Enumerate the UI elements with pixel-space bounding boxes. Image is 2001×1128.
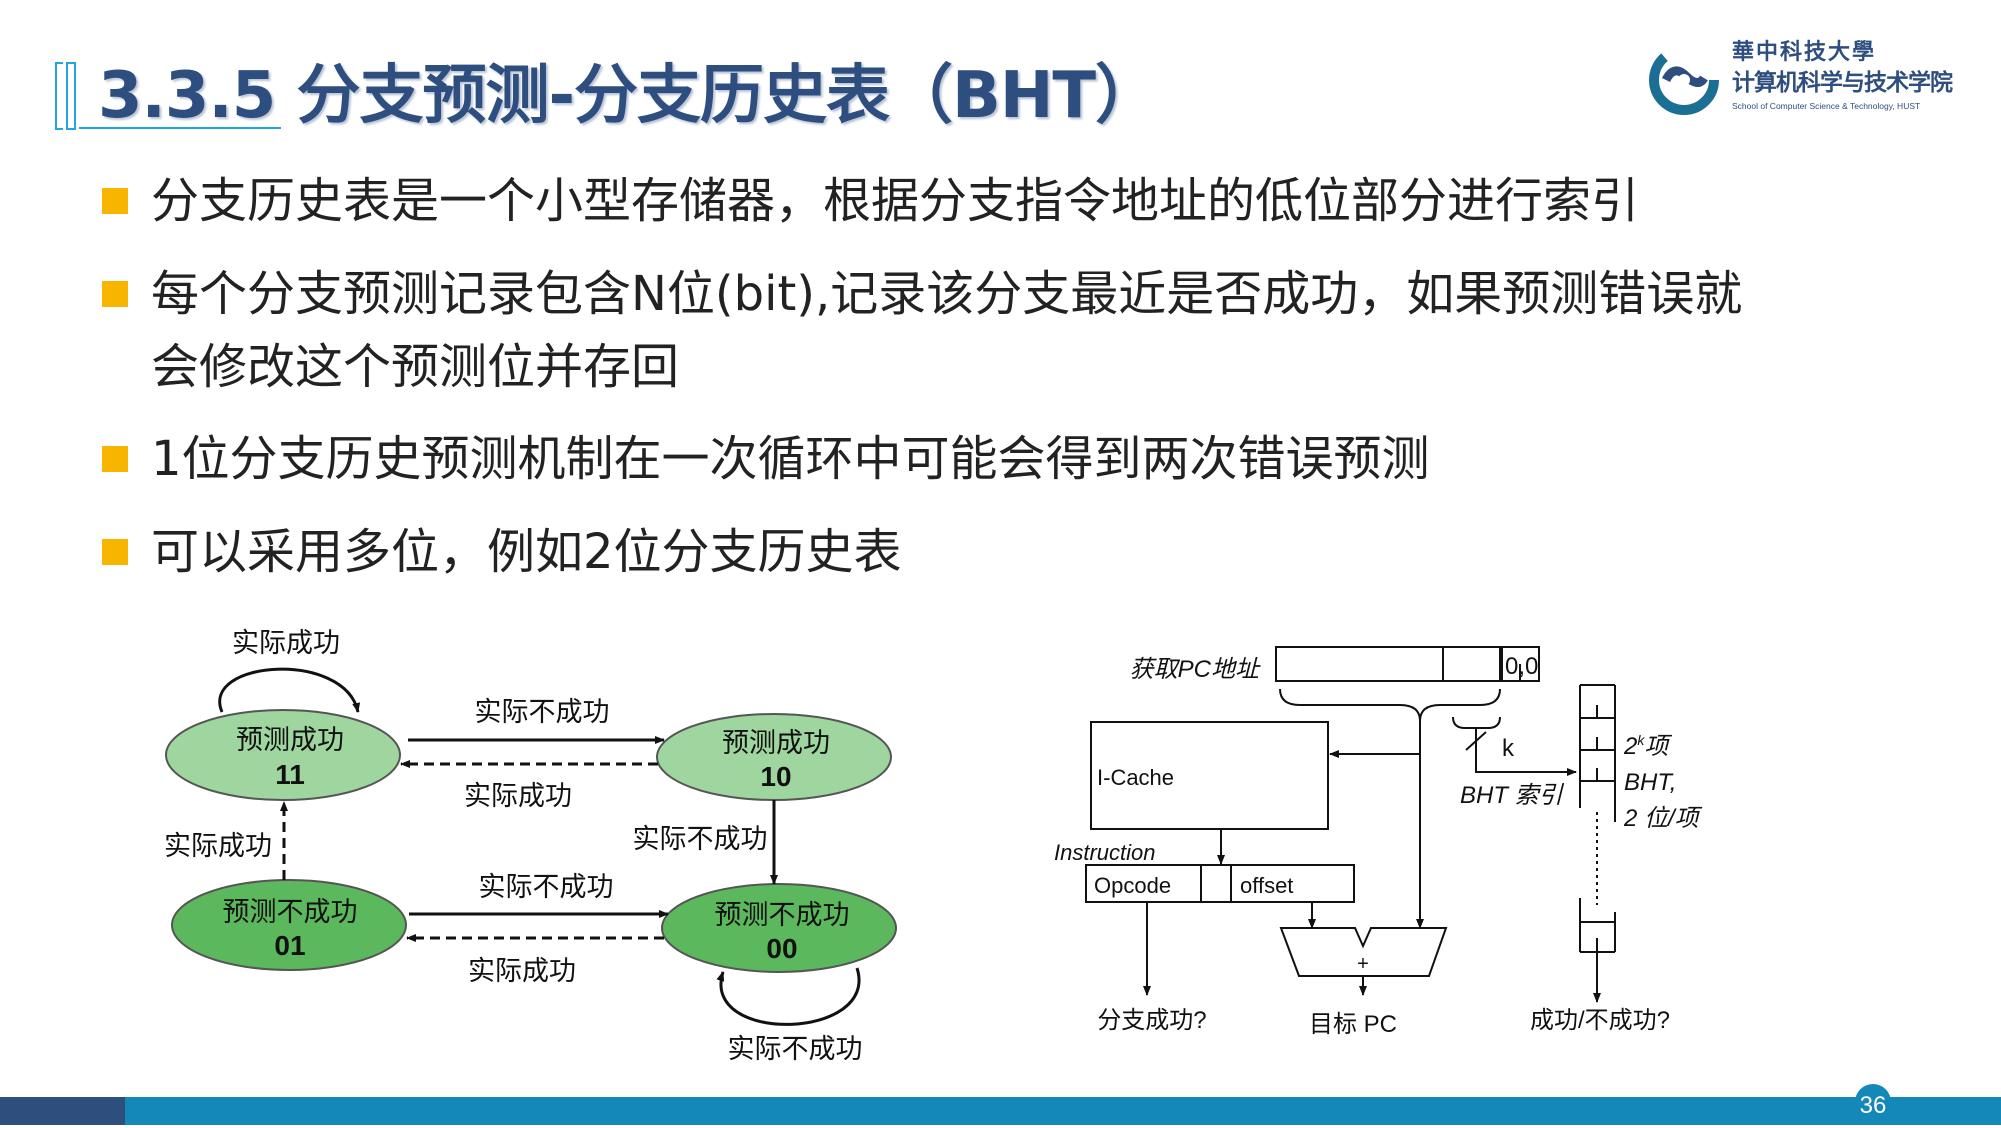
state-code: 01 xyxy=(274,930,305,961)
state-diagram: 预测成功 11 预测成功 10 预测不成功 01 预测不成功 00 实际成功 实… xyxy=(164,628,897,1065)
state-label: 预测不成功 xyxy=(223,897,358,928)
page-title: 3.3.5 分支预测-分支历史表（BHT） xyxy=(98,59,1159,133)
logo-school-cn: 计算机科学与技术学院 xyxy=(1732,70,1953,96)
bullet-marker xyxy=(102,446,128,472)
bullet-marker xyxy=(102,188,128,214)
target-pc-output: 目标 PC xyxy=(1309,1011,1397,1038)
pc-brace xyxy=(1279,688,1501,722)
state-label: 预测不成功 xyxy=(715,900,850,931)
bht-table xyxy=(1579,684,1616,953)
transition-label: 实际不成功 xyxy=(479,872,614,903)
state-01: 预测不成功 01 xyxy=(171,879,407,971)
bullet-marker xyxy=(102,281,128,307)
bullet-text: 每个分支预测记录包含N位(bit),记录该分支最近是否成功，如果预测错误就 xyxy=(151,266,1743,322)
logo-school-en: School of Computer Science & Technology,… xyxy=(1732,101,1921,111)
transition-label: 实际不成功 xyxy=(728,1034,863,1065)
title-underline xyxy=(79,127,281,129)
transition-label: 实际不成功 xyxy=(475,697,610,728)
icache-label: I-Cache xyxy=(1097,765,1174,790)
self-loop-00-arrow xyxy=(716,967,861,1026)
state-10: 预测成功 10 xyxy=(656,713,892,801)
instruction-label: Instruction xyxy=(1054,840,1156,865)
branch-taken-output: 分支成功? xyxy=(1097,1007,1206,1034)
title-accent-bar xyxy=(55,62,63,130)
k-label: k xyxy=(1502,735,1515,762)
bullet-text-continued: 会修改这个预测位并存回 xyxy=(151,339,680,395)
bht-label: BHT, xyxy=(1624,769,1676,796)
index-brace xyxy=(1452,716,1501,731)
k-bits-slash xyxy=(1465,731,1487,751)
pc-address-label: 获取PC地址 xyxy=(1130,656,1261,683)
bht-index-label: BHT 索引 xyxy=(1460,782,1565,809)
state-00: 预测不成功 00 xyxy=(661,883,897,973)
transition-label: 实际成功 xyxy=(232,628,340,659)
bht-entries-label: 2k项 xyxy=(1623,732,1672,760)
logo-name-traditional: 華中科技大學 xyxy=(1732,39,1877,65)
university-logo: 華中科技大學 计算机科学与技术学院 School of Computer Sci… xyxy=(1646,38,1976,118)
pc-register xyxy=(1275,646,1540,682)
title-accent-bar xyxy=(66,62,76,130)
transition-label: 实际成功 xyxy=(468,956,576,987)
state-code: 00 xyxy=(766,933,797,964)
state-code: 10 xyxy=(760,761,791,792)
state-label: 预测成功 xyxy=(722,728,830,759)
bullet-text: 分支历史表是一个小型存储器，根据分支指令地址的低位部分进行索引 xyxy=(151,173,1640,229)
transition-label: 实际不成功 xyxy=(633,824,768,855)
icache-box xyxy=(1090,721,1329,830)
bullet-marker xyxy=(102,539,128,565)
bullet-text: 1位分支历史预测机制在一次循环中可能会得到两次错误预测 xyxy=(151,431,1430,487)
instruction-box xyxy=(1085,864,1355,903)
bht-index-arrow xyxy=(1475,731,1577,776)
footer-bar xyxy=(0,1097,2001,1125)
state-11: 预测成功 11 xyxy=(165,709,401,801)
state-label: 预测成功 xyxy=(236,725,344,756)
page-number: 36 xyxy=(1855,1084,1891,1125)
transition-label: 实际成功 xyxy=(164,831,272,862)
offset-field: offset xyxy=(1240,873,1293,898)
bits-per-entry-label: 2 位/项 xyxy=(1623,805,1703,832)
self-loop-11-arrow xyxy=(218,667,361,713)
swirl-logo-icon xyxy=(1649,45,1719,115)
prediction-output: 成功/不成功? xyxy=(1530,1007,1670,1034)
state-code: 11 xyxy=(275,759,305,790)
pc-low-bits: 0,0 xyxy=(1505,653,1538,680)
bht-diagram: 获取PC地址 0,0 k BHT 索引 I-Cache Instruction … xyxy=(1054,646,1703,1038)
adder-plus: + xyxy=(1357,953,1369,975)
transition-label: 实际成功 xyxy=(464,781,572,812)
footer-accent-block xyxy=(0,1097,125,1125)
adder xyxy=(1279,927,1448,977)
bullet-text: 可以采用多位，例如2位分支历史表 xyxy=(151,524,902,580)
opcode-field: Opcode xyxy=(1094,873,1171,898)
